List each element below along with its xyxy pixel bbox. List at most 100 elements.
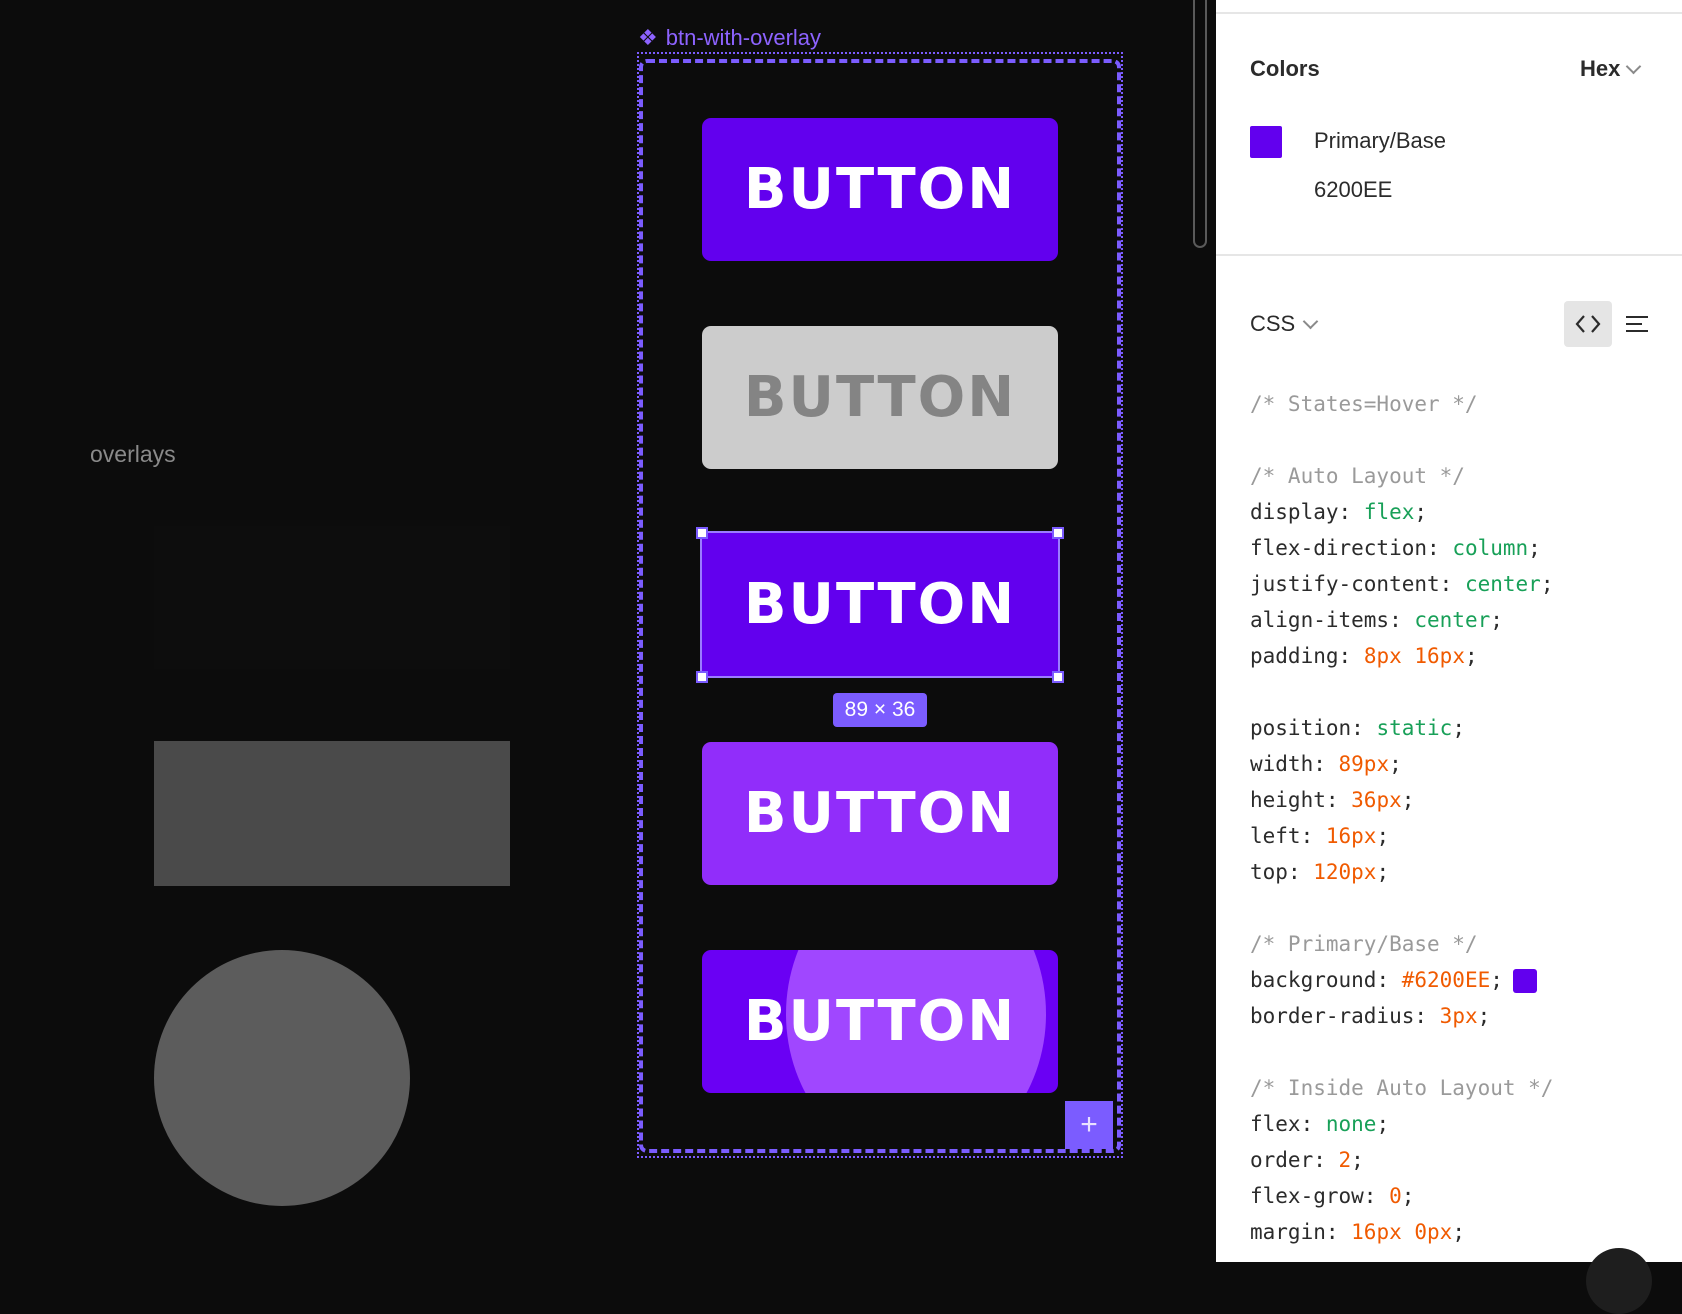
code-line: justify-content: center; <box>1250 572 1554 596</box>
code-value: flex <box>1363 500 1415 524</box>
code-line: flex-direction: column; <box>1250 536 1541 560</box>
code-property: border-radius <box>1250 1004 1415 1028</box>
code-language-label: CSS <box>1250 311 1296 336</box>
color-format-label: Hex <box>1580 56 1621 81</box>
code-line: flex-grow: 0; <box>1250 1184 1415 1208</box>
button-disabled[interactable]: BUTTON <box>702 326 1058 469</box>
code-property: flex-direction <box>1250 536 1428 560</box>
grey-overlay-circle[interactable] <box>154 950 410 1206</box>
ripple-overlay <box>786 950 1046 1093</box>
button-label: BUTTON <box>743 157 1017 222</box>
code-property: left <box>1250 824 1301 848</box>
design-canvas[interactable]: overlays ❖ btn-with-overlay BUTTON BUTTO… <box>0 0 1216 1262</box>
code-value: center <box>1464 572 1541 596</box>
code-property: order <box>1250 1148 1314 1172</box>
code-line: position: static; <box>1250 716 1465 740</box>
code-value: 8px 16px <box>1363 644 1465 668</box>
code-view-button[interactable] <box>1564 301 1612 347</box>
resize-handle-top-right[interactable] <box>1052 527 1064 539</box>
panel-divider <box>1216 254 1682 256</box>
button-label: BUTTON <box>743 572 1017 637</box>
code-line: left: 16px; <box>1250 824 1390 848</box>
button-pressed[interactable]: BUTTON <box>702 950 1058 1093</box>
code-property: top <box>1250 860 1288 884</box>
resize-handle-bottom-left[interactable] <box>696 671 708 683</box>
code-property: flex <box>1250 1112 1301 1136</box>
code-property: flex-grow <box>1250 1184 1364 1208</box>
add-variant-button[interactable]: + <box>1065 1101 1113 1149</box>
resize-handle-bottom-right[interactable] <box>1052 671 1064 683</box>
code-value: 3px <box>1439 1004 1478 1028</box>
code-comment: /* Primary/Base */ <box>1250 932 1478 956</box>
color-format-dropdown[interactable]: Hex <box>1580 56 1642 82</box>
panel-divider-top <box>1216 12 1682 14</box>
color-swatch[interactable] <box>1250 126 1282 158</box>
help-button[interactable] <box>1586 1248 1652 1314</box>
code-property: height <box>1250 788 1326 812</box>
code-line <box>1250 674 1670 710</box>
code-line: height: 36px; <box>1250 788 1415 812</box>
code-comment: /* Auto Layout */ <box>1250 464 1465 488</box>
code-line: /* Auto Layout */ <box>1250 458 1670 494</box>
code-line: margin: 16px 0px; <box>1250 1220 1465 1244</box>
colors-section-title: Colors <box>1250 56 1320 81</box>
code-value: 0 <box>1389 1184 1402 1208</box>
code-line <box>1250 890 1670 926</box>
code-line: padding: 8px 16px; <box>1250 644 1478 668</box>
code-property: margin <box>1250 1220 1326 1244</box>
code-line: width: 89px; <box>1250 752 1402 776</box>
resize-handle-top-left[interactable] <box>696 527 708 539</box>
inspect-panel: Colors Hex Primary/Base 6200EE CSS /* St… <box>1216 0 1682 1314</box>
code-line <box>1250 422 1670 458</box>
code-line: /* Inside Auto Layout */ <box>1250 1070 1670 1106</box>
code-value: 36px <box>1351 788 1402 812</box>
code-line: background: #6200EE; <box>1250 962 1670 998</box>
code-line: /* States=Hover */ <box>1250 386 1670 422</box>
component-frame[interactable] <box>637 52 1123 1158</box>
grey-overlay-rectangle[interactable] <box>154 741 510 886</box>
code-value: column <box>1452 536 1529 560</box>
code-value: 120px <box>1313 860 1377 884</box>
code-line: /* Primary/Base */ <box>1250 926 1670 962</box>
code-property: width <box>1250 752 1314 776</box>
code-property: justify-content <box>1250 572 1440 596</box>
canvas-scrollbar[interactable] <box>1193 0 1207 248</box>
code-value: center <box>1414 608 1491 632</box>
chevron-down-icon <box>1626 58 1642 75</box>
button-default[interactable]: BUTTON <box>702 118 1058 261</box>
code-line: display: flex; <box>1250 500 1428 524</box>
dark-overlay-rectangle[interactable] <box>154 526 510 669</box>
code-value: 2 <box>1338 1148 1352 1172</box>
list-icon <box>1626 316 1648 332</box>
css-code-block[interactable]: /* States=Hover */ /* Auto Layout */ displ… <box>1250 386 1670 1250</box>
code-value: none <box>1325 1112 1377 1136</box>
code-comment: /* States=Hover */ <box>1250 392 1478 416</box>
code-property: padding <box>1250 644 1339 668</box>
code-line: border-radius: 3px; <box>1250 1004 1491 1028</box>
code-line: align-items: center; <box>1250 608 1503 632</box>
color-hex-value[interactable]: 6200EE <box>1314 177 1393 202</box>
code-property: position <box>1250 716 1352 740</box>
code-value: static <box>1376 716 1453 740</box>
component-frame-border <box>639 59 1121 1153</box>
color-style-name[interactable]: Primary/Base <box>1314 128 1447 153</box>
code-icon <box>1575 315 1601 333</box>
button-label: BUTTON <box>743 781 1017 846</box>
list-view-button[interactable] <box>1624 311 1650 337</box>
code-value: 16px 0px <box>1351 1220 1453 1244</box>
code-language-dropdown[interactable]: CSS <box>1250 311 1319 337</box>
code-property: align-items <box>1250 608 1390 632</box>
overlays-label: overlays <box>90 441 176 467</box>
component-icon: ❖ <box>638 25 658 50</box>
button-selected[interactable]: BUTTON <box>700 531 1060 678</box>
component-name: btn-with-overlay <box>665 25 822 50</box>
component-name-label[interactable]: ❖ btn-with-overlay <box>638 25 821 51</box>
button-hover[interactable]: BUTTON <box>702 742 1058 885</box>
button-label: BUTTON <box>743 989 1017 1054</box>
code-value: 16px <box>1325 824 1377 848</box>
inline-color-swatch[interactable] <box>1512 969 1537 993</box>
code-value: 89px <box>1338 752 1390 776</box>
chevron-down-icon <box>1302 313 1319 330</box>
button-label: BUTTON <box>743 365 1017 430</box>
plus-icon: + <box>1080 1108 1098 1141</box>
